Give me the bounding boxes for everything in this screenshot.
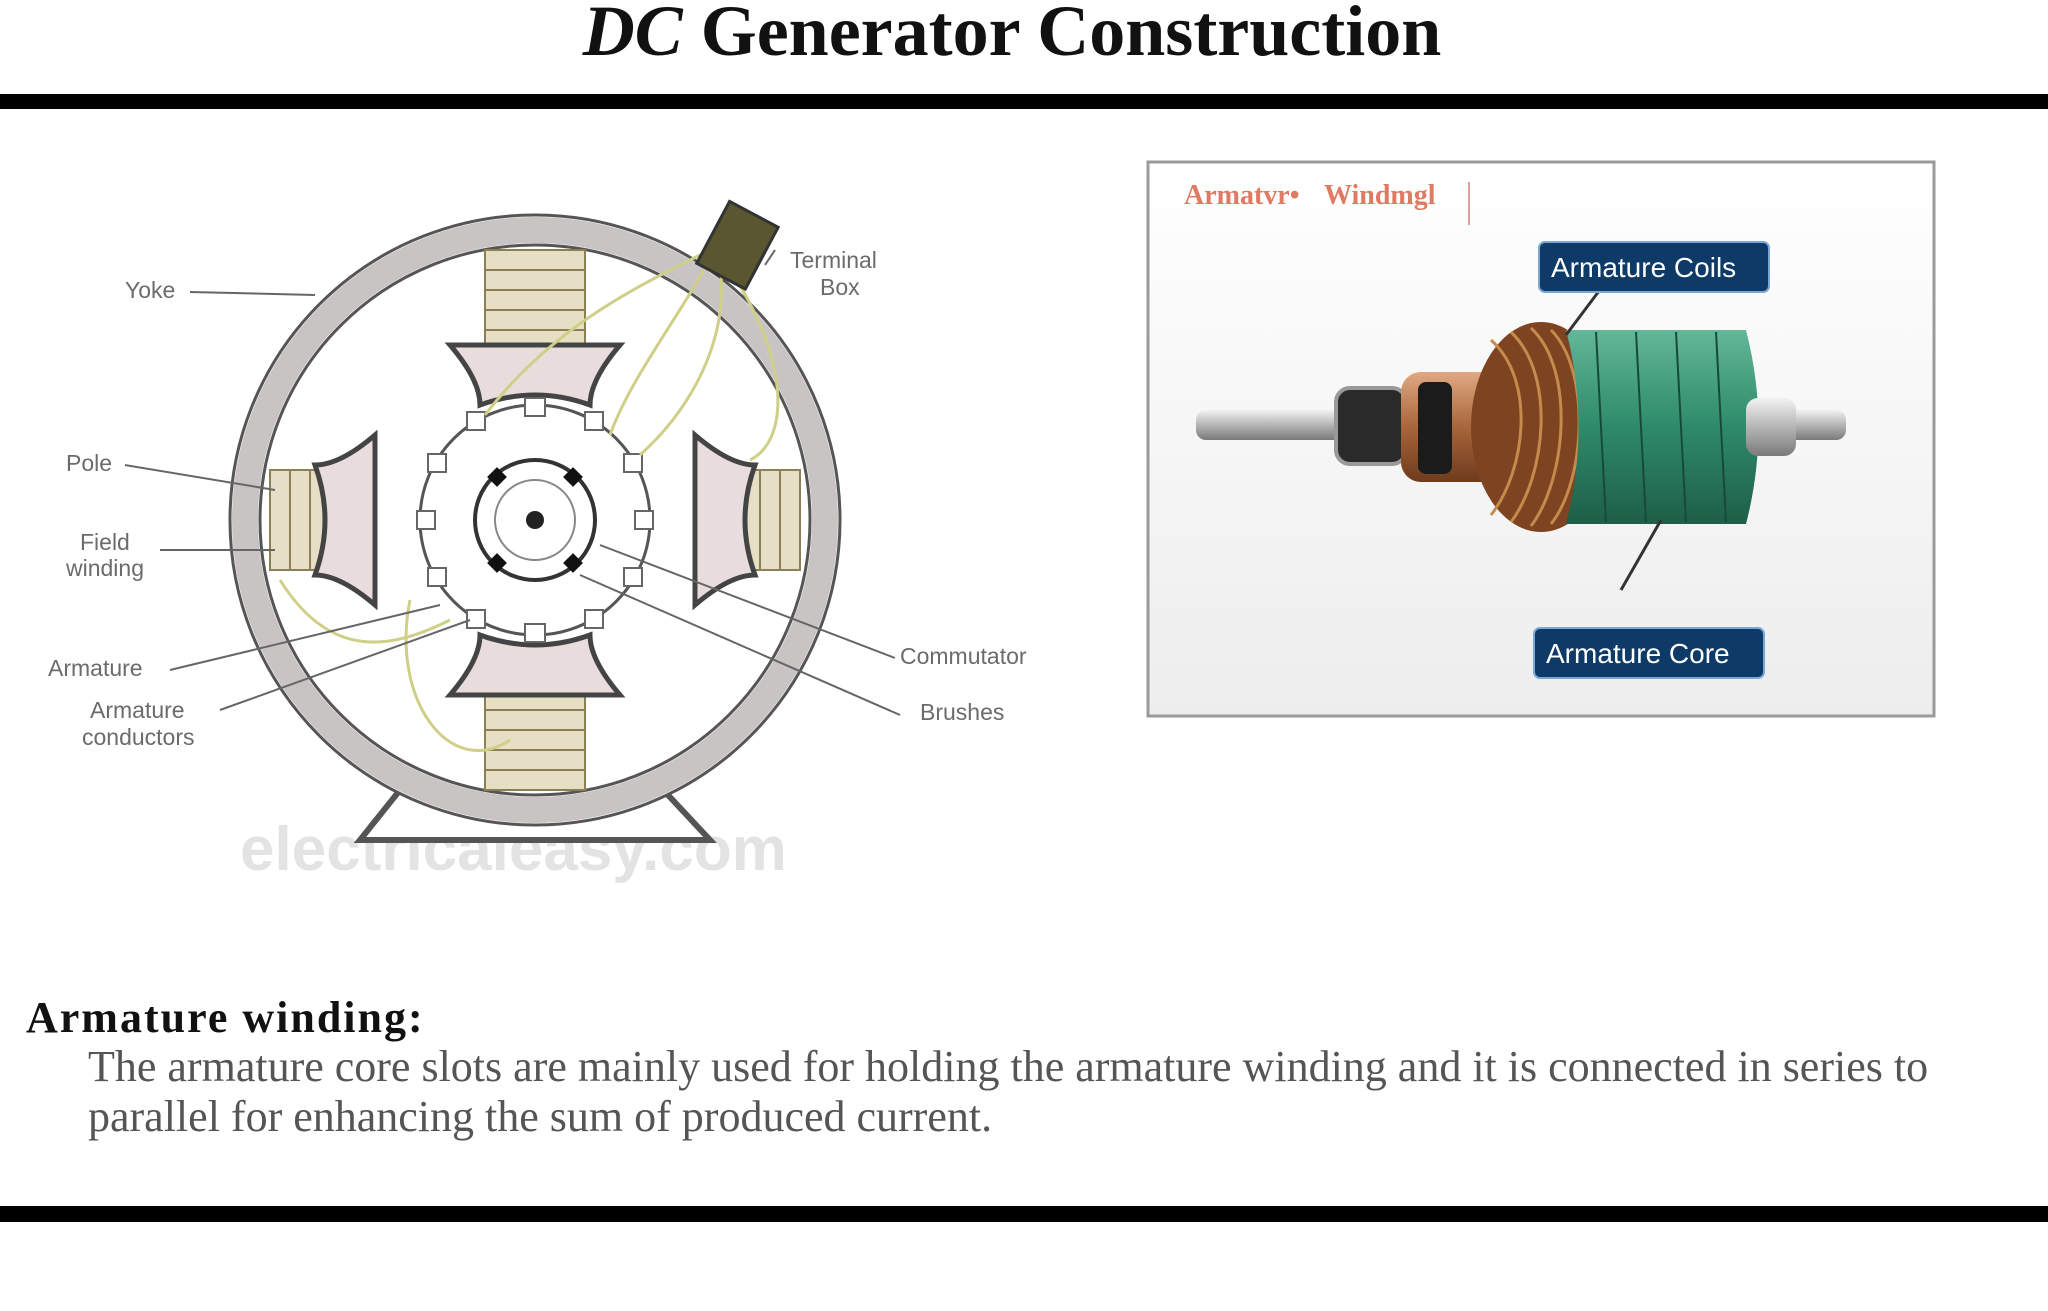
pole-shoes [311, 342, 759, 698]
corner-label-2: Windmgl [1324, 180, 1436, 211]
label-field-line2: winding [65, 555, 144, 581]
label-armature: Armature [48, 655, 143, 681]
generator-cross-section-diagram: electricaleasy.com [48, 199, 1027, 884]
slide-title: DC Generator Construction [0, 0, 2024, 76]
label-brushes: Brushes [920, 699, 1004, 725]
core-leader-line [1619, 519, 1663, 591]
bearing [1334, 386, 1408, 466]
terminal-box [694, 199, 781, 292]
armature-slots [416, 397, 654, 643]
leader-lines [124, 249, 901, 716]
label-field-line1: Field [80, 529, 130, 555]
commutator-ring [1418, 382, 1452, 474]
label-conductors-line1: Armature [90, 697, 185, 723]
commutator-segments [494, 479, 576, 561]
bottom-rule [0, 1206, 2048, 1222]
label-terminal-line1: Terminal [790, 247, 877, 273]
connecting-wires [278, 253, 780, 753]
yoke-ring [232, 217, 838, 823]
end-collar [1746, 398, 1796, 456]
label-terminal-line2: Box [820, 274, 860, 300]
section-heading: Armature winding: [26, 993, 425, 1042]
armature-core-label: Armature Core [1546, 638, 1730, 669]
top-rule [0, 94, 2048, 109]
label-conductors-line2: conductors [82, 724, 195, 750]
armature-core-laminations [1566, 330, 1759, 524]
core-slots [1595, 331, 1727, 523]
armature-figure: Armatvr• Windmgl Armature Coils Armature… [1146, 160, 1936, 718]
armature-coils-chip [1538, 241, 1770, 293]
label-commutator: Commutator [900, 643, 1027, 669]
title-italic: DC [582, 0, 683, 71]
label-pole: Pole [66, 450, 112, 476]
shaft [526, 511, 544, 529]
armature-coils-label: Armature Coils [1551, 252, 1736, 283]
label-yoke: Yoke [125, 277, 175, 303]
corner-label-1: Armatvr• [1184, 180, 1300, 211]
armature-core-chip [1533, 627, 1765, 679]
section-body: The armature core slots are mainly used … [88, 1042, 1929, 1141]
title-rest: Generator Construction [682, 0, 1442, 71]
